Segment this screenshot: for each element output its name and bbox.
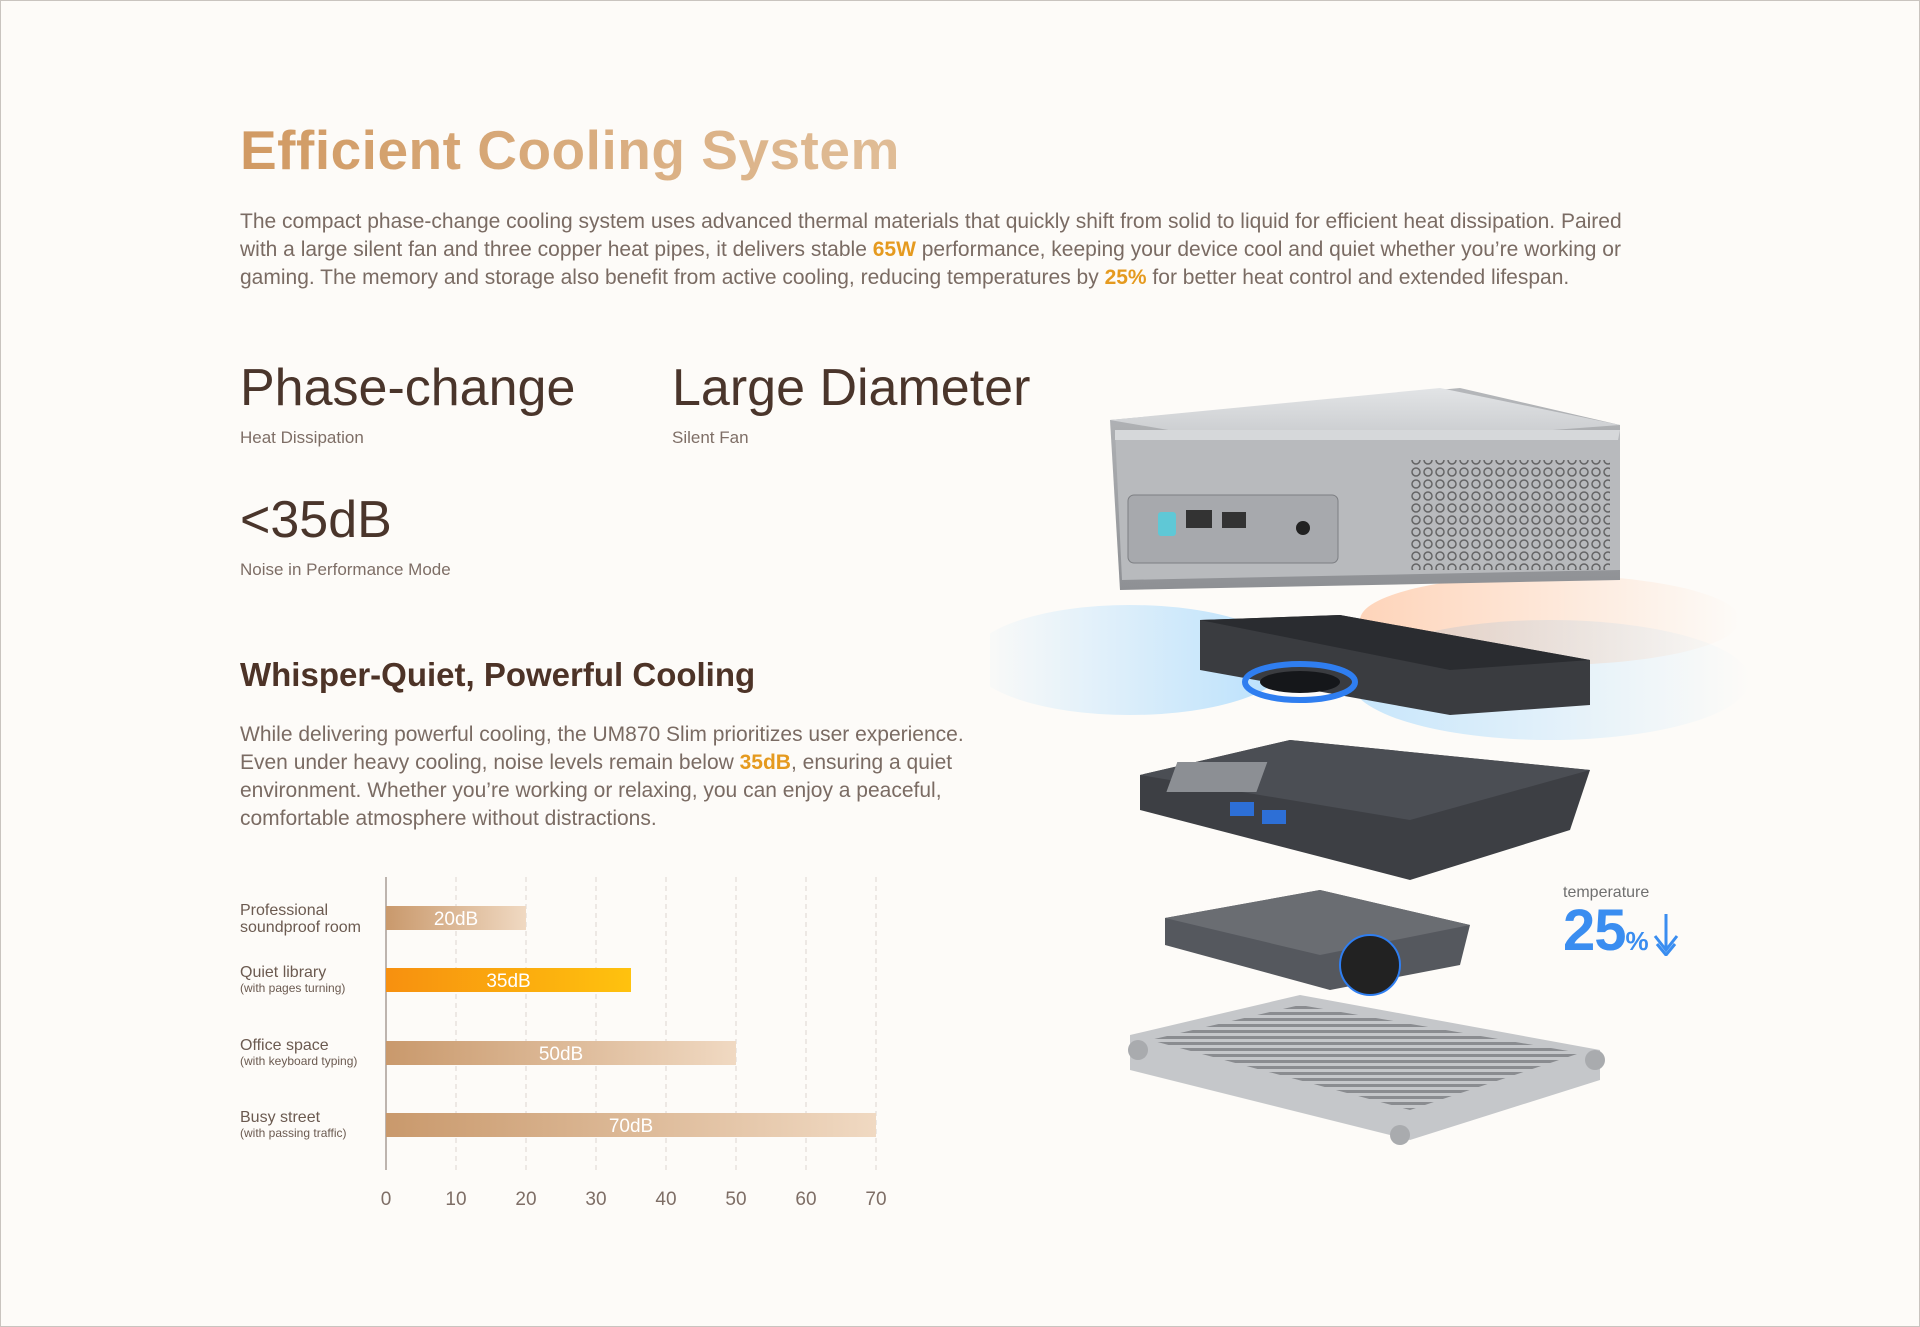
category-sublabel: (with passing traffic) <box>240 1126 346 1140</box>
category-sublabel: (with keyboard typing) <box>240 1054 357 1068</box>
intro-highlight-25pct: 25% <box>1104 266 1147 289</box>
bar <box>386 1113 876 1137</box>
chassis-top <box>1110 388 1620 590</box>
x-tick-label: 70 <box>865 1189 886 1210</box>
para-text-2: , ensuring a quiet environment. Whether … <box>240 751 953 830</box>
temperature-label: temperature <box>1563 884 1650 901</box>
category-label: Quiet library <box>240 964 326 981</box>
down-arrow-icon <box>1653 914 1678 956</box>
bar-value-label: 35dB <box>486 971 530 992</box>
category-label: Office space <box>240 1037 329 1054</box>
stat-label: Silent Fan <box>672 428 749 447</box>
intro-text-3: for better heat control and extended lif… <box>1146 266 1570 289</box>
bar <box>386 1041 736 1065</box>
para-highlight-35db: 35dB <box>739 751 791 774</box>
bar-value-label: 50dB <box>539 1044 583 1065</box>
intro-text-2: performance, keeping your device cool an… <box>240 238 1621 289</box>
stat-phase-change: Phase-change Heat Dissipation <box>240 358 575 448</box>
stat-noise: <35dB Noise in Performance Mode <box>240 490 451 580</box>
cooling-fan <box>1200 615 1590 715</box>
bar-value-label: 70dB <box>609 1116 653 1137</box>
category-sublabel: (with pages turning) <box>240 981 345 995</box>
exploded-mini-pc-illustration <box>990 388 1750 1145</box>
x-tick-label: 10 <box>445 1189 466 1210</box>
chassis-bottom <box>1128 995 1605 1145</box>
stat-large-diameter: Large Diameter Silent Fan <box>672 358 1030 448</box>
category-label: Busy street <box>240 1109 321 1126</box>
x-tick-label: 20 <box>515 1189 536 1210</box>
temperature-value: 25 <box>1563 898 1627 963</box>
x-tick-label: 0 <box>381 1189 392 1210</box>
intro-highlight-65w: 65W <box>872 238 916 261</box>
intro-paragraph: The compact phase-change cooling system … <box>240 208 1660 292</box>
page-title: Efficient Cooling System <box>240 119 900 181</box>
stat-value: <35dB <box>240 491 392 549</box>
stat-value: Phase-change <box>240 359 576 417</box>
category-sublabel: soundproof room <box>240 919 361 936</box>
x-tick-label: 40 <box>655 1189 676 1210</box>
noise-bar-chart: 0 10 20 30 40 50 60 70 20dB Professionalsoundproo… <box>240 877 887 1210</box>
category-label: Professional <box>240 902 328 919</box>
temperature-callout: temperature 25% <box>1563 884 1681 960</box>
stat-value: Large Diameter <box>672 359 1031 417</box>
stat-label: Noise in Performance Mode <box>240 560 451 579</box>
temperature-unit: % <box>1625 926 1649 956</box>
x-tick-label: 30 <box>585 1189 606 1210</box>
ssd-heatsink <box>1165 890 1470 996</box>
para-text-1: While delivering powerful cooling, the U… <box>240 723 964 774</box>
bar-value-label: 20dB <box>434 909 478 930</box>
intro-text-1: The compact phase-change cooling system … <box>240 210 1622 261</box>
x-tick-label: 60 <box>795 1189 816 1210</box>
stat-label: Heat Dissipation <box>240 428 364 447</box>
section-subtitle: Whisper-Quiet, Powerful Cooling <box>240 656 756 693</box>
bar <box>386 906 526 930</box>
motherboard <box>1140 740 1590 880</box>
x-tick-label: 50 <box>725 1189 746 1210</box>
section-paragraph: While delivering powerful cooling, the U… <box>240 721 1000 833</box>
bar <box>386 968 631 992</box>
